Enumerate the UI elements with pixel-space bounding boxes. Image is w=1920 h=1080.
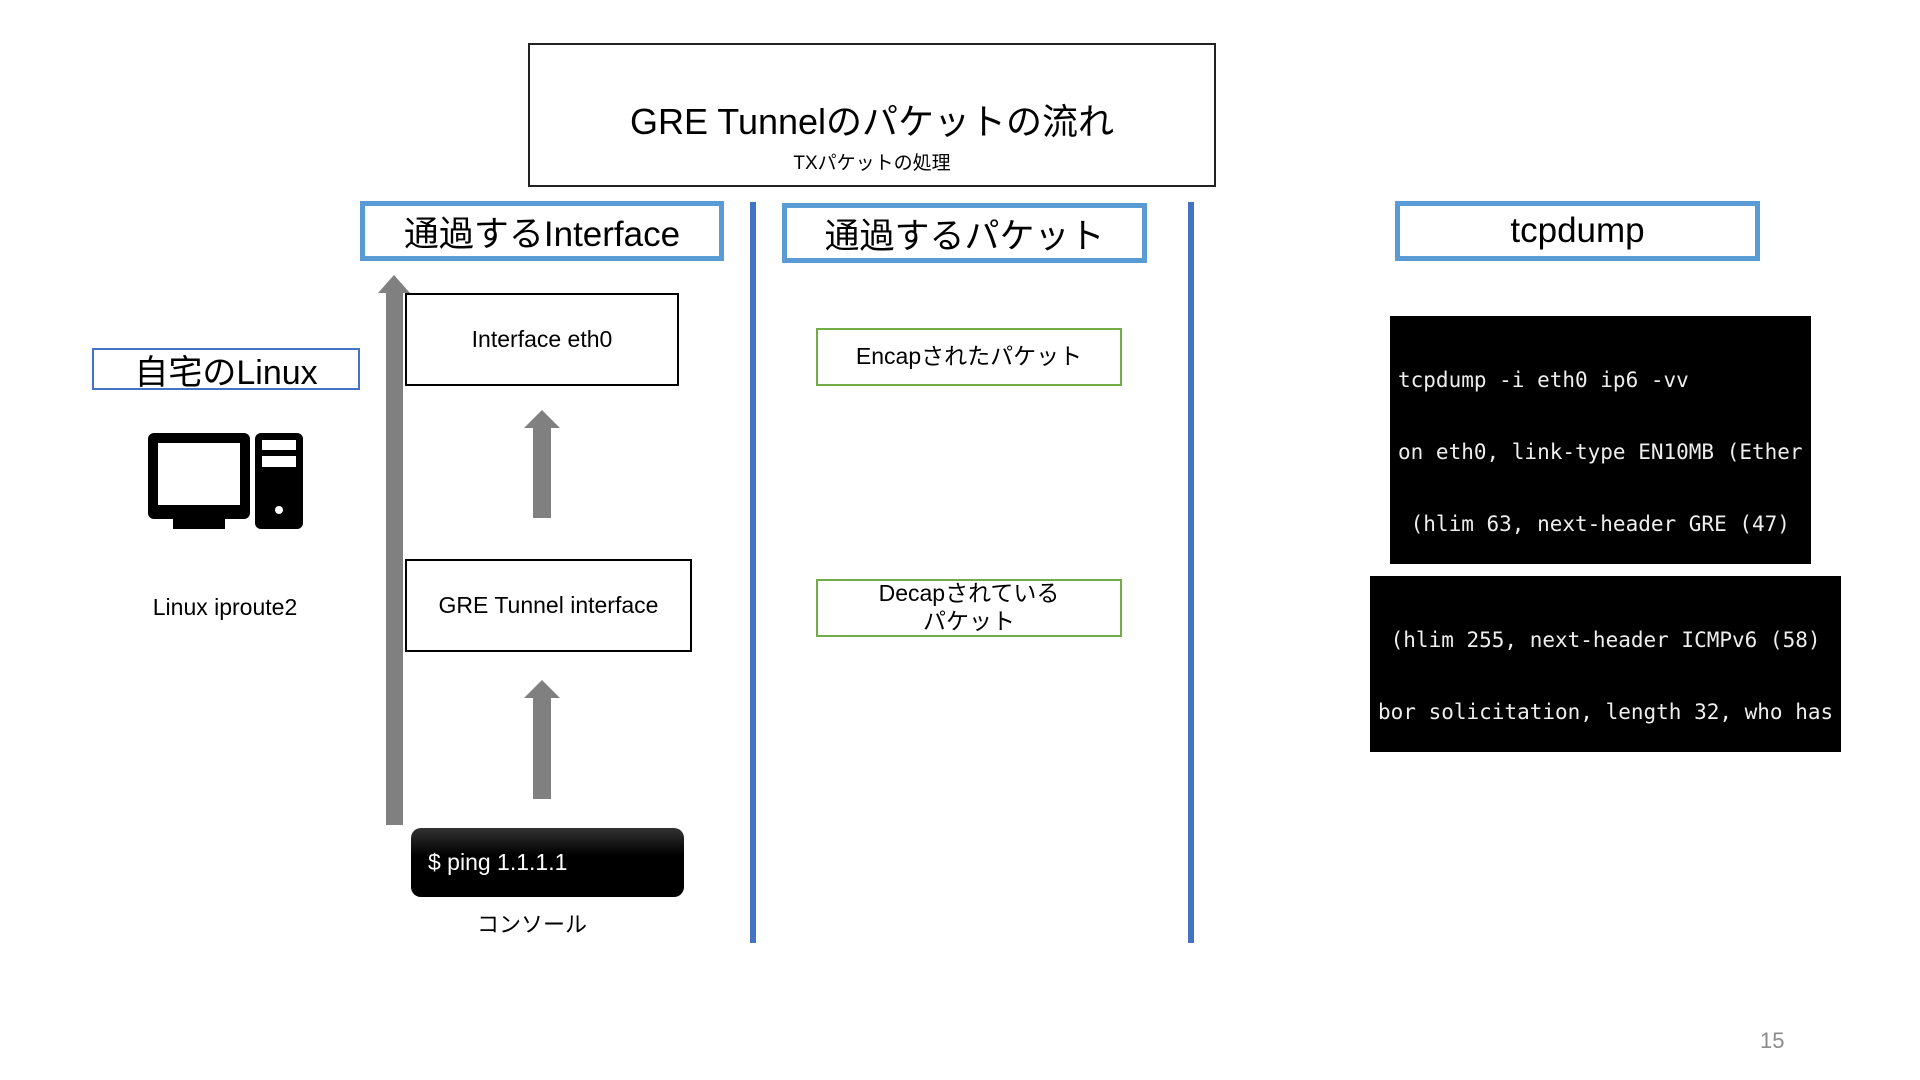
decap-line-1: Decapされている xyxy=(878,580,1060,607)
tcpdump-column-header: tcpdump xyxy=(1395,201,1760,261)
decap-line-2: パケット xyxy=(923,608,1015,634)
slide-subtitle: TXパケットの処理 xyxy=(793,153,951,174)
column-divider-1 xyxy=(750,202,756,943)
packet-column-header: 通過するパケット xyxy=(782,203,1147,263)
terminal-line: tcpdump -i eth0 ip6 -vv xyxy=(1398,368,1689,392)
up-arrow-icon xyxy=(524,410,560,518)
title-box: GRE Tunnelのパケットの流れ TXパケットの処理 xyxy=(528,43,1216,187)
encap-packet-box: Encapされたパケット xyxy=(816,328,1122,386)
terminal-line: bor solicitation, length 32, who has xyxy=(1378,700,1834,724)
column-divider-2 xyxy=(1188,202,1194,943)
tcpdump-eth0-output: tcpdump -i eth0 ip6 -vv on eth0, link-ty… xyxy=(1390,316,1811,564)
console-label: コンソール xyxy=(476,912,587,937)
desktop-computer-icon xyxy=(148,433,303,529)
page-number: 15 xyxy=(1760,1028,1785,1053)
host-caption: Linux iproute2 xyxy=(152,594,298,620)
up-arrow-icon xyxy=(524,680,560,799)
interface-eth0-box: Interface eth0 xyxy=(405,293,679,386)
console-command: $ ping 1.1.1.1 xyxy=(411,828,684,897)
terminal-line: on eth0, link-type EN10MB (Ether xyxy=(1398,440,1803,464)
slide-title: GRE Tunnelのパケットの流れ xyxy=(629,101,1115,142)
terminal-line: (hlim 63, next-header GRE (47) xyxy=(1398,512,1790,536)
gre-tunnel-interface-box: GRE Tunnel interface xyxy=(405,559,692,652)
interface-column-header: 通過するInterface xyxy=(360,201,724,261)
decap-packet-box: Decapされている パケット xyxy=(816,579,1122,637)
terminal-line: (hlim 255, next-header ICMPv6 (58) xyxy=(1378,628,1821,652)
tcpdump-gre-output: (hlim 255, next-header ICMPv6 (58) bor s… xyxy=(1370,576,1842,752)
home-linux-label: 自宅のLinux xyxy=(92,348,360,392)
overall-flow-arrow-icon xyxy=(378,275,410,825)
